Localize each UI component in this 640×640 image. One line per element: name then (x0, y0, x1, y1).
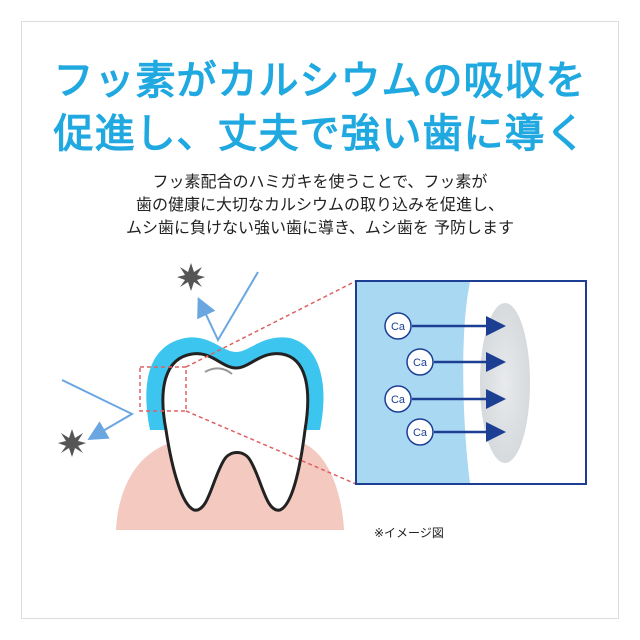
zoom-region (139, 366, 187, 412)
headline-line-2: 促進し、丈夫で強い歯に導く (53, 111, 587, 157)
image-note: ※イメージ図 (374, 526, 444, 540)
svg-text:Ca: Ca (413, 427, 428, 439)
deflect-arrow-icon (61, 271, 259, 441)
calcium-ion-icon: Ca (406, 348, 506, 376)
calcium-ion-icon: Ca (384, 385, 506, 413)
svg-text:Ca: Ca (391, 394, 406, 406)
svg-text:Ca: Ca (391, 321, 406, 333)
svg-text:Ca: Ca (413, 357, 428, 369)
description-line-1: フッ素配合のハミガキを使うことで、フッ素が (152, 172, 488, 191)
gum (116, 443, 344, 530)
tooth-illustration (161, 352, 310, 512)
calcium-ion-icon: Ca (406, 418, 506, 446)
description-line-2: 歯の健康に大切なカルシウムの取り込みを促進し、 (135, 195, 504, 214)
spark-burst-icon (177, 263, 205, 291)
description-line-3: ムシ歯に負けない強い歯に導き、ムシ歯を 予防します (126, 218, 514, 237)
spark-burst-icon (58, 429, 86, 457)
calcium-ion-icon: Ca (384, 312, 506, 340)
magnified-panel (355, 280, 587, 485)
headline-line-1: フッ素がカルシウムの吸収を (53, 58, 587, 104)
